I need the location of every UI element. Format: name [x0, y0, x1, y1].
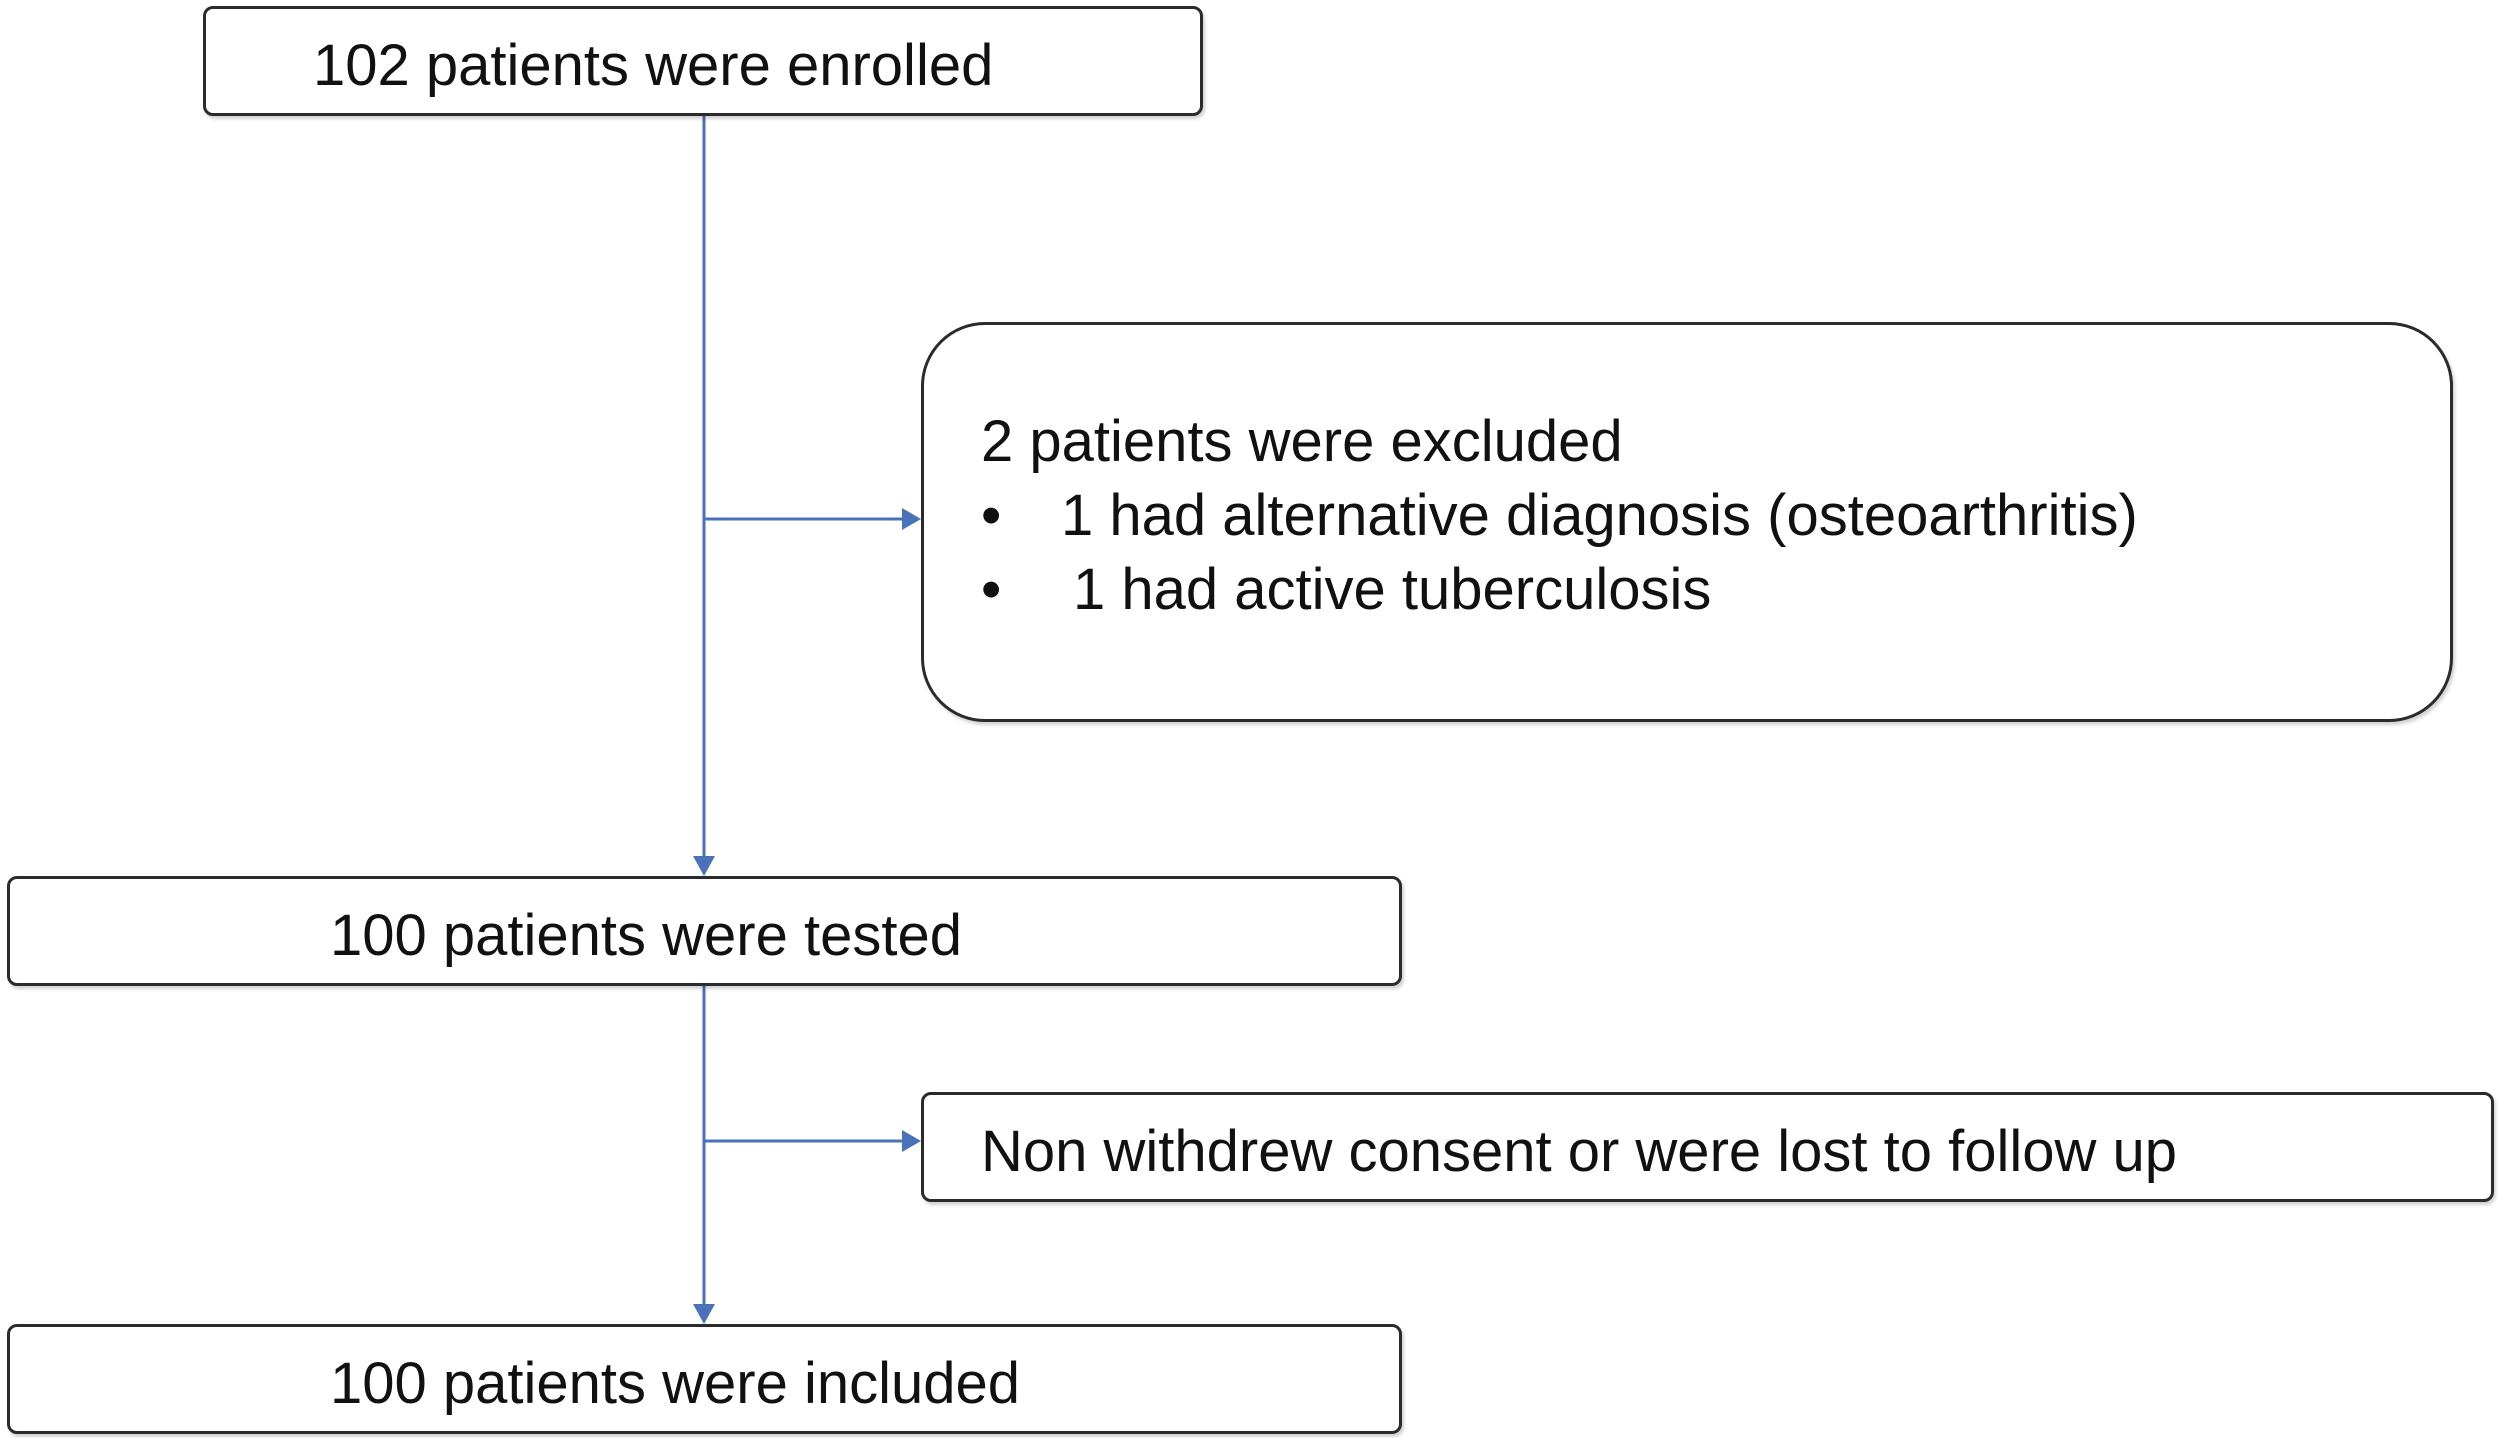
excluded-item-text: 1 had active tuberculosis: [1073, 557, 1712, 622]
withdrew-text: Non withdrew consent or were lost to fol…: [981, 1119, 2178, 1184]
tested-box: 100 patients were tested: [7, 876, 1402, 986]
withdrew-box: Non withdrew consent or were lost to fol…: [921, 1092, 2494, 1202]
arrowhead-withdrew: [902, 1130, 921, 1152]
included-box: 100 patients were included: [7, 1324, 1402, 1434]
bullet-icon: •: [981, 557, 1002, 622]
enrolled-box: 102 patients were enrolled: [203, 6, 1203, 116]
excluded-item-text: 1 had alternative diagnosis (osteoarthri…: [1061, 483, 2138, 548]
tested-text: 100 patients were tested: [330, 903, 962, 968]
arrowhead-included: [693, 1304, 715, 1324]
included-text: 100 patients were included: [330, 1351, 1021, 1416]
excluded-item: •1 had active tuberculosis: [981, 561, 1711, 619]
arrowhead-tested: [693, 856, 715, 876]
bullet-icon: •: [981, 483, 1002, 548]
arrowhead-excluded: [902, 508, 921, 530]
excluded-box: 2 patients were excluded •1 had alternat…: [921, 322, 2453, 722]
excluded-heading: 2 patients were excluded: [981, 409, 1623, 474]
enrolled-text: 102 patients were enrolled: [313, 33, 994, 98]
excluded-item: •1 had alternative diagnosis (osteoarthr…: [981, 487, 2138, 545]
